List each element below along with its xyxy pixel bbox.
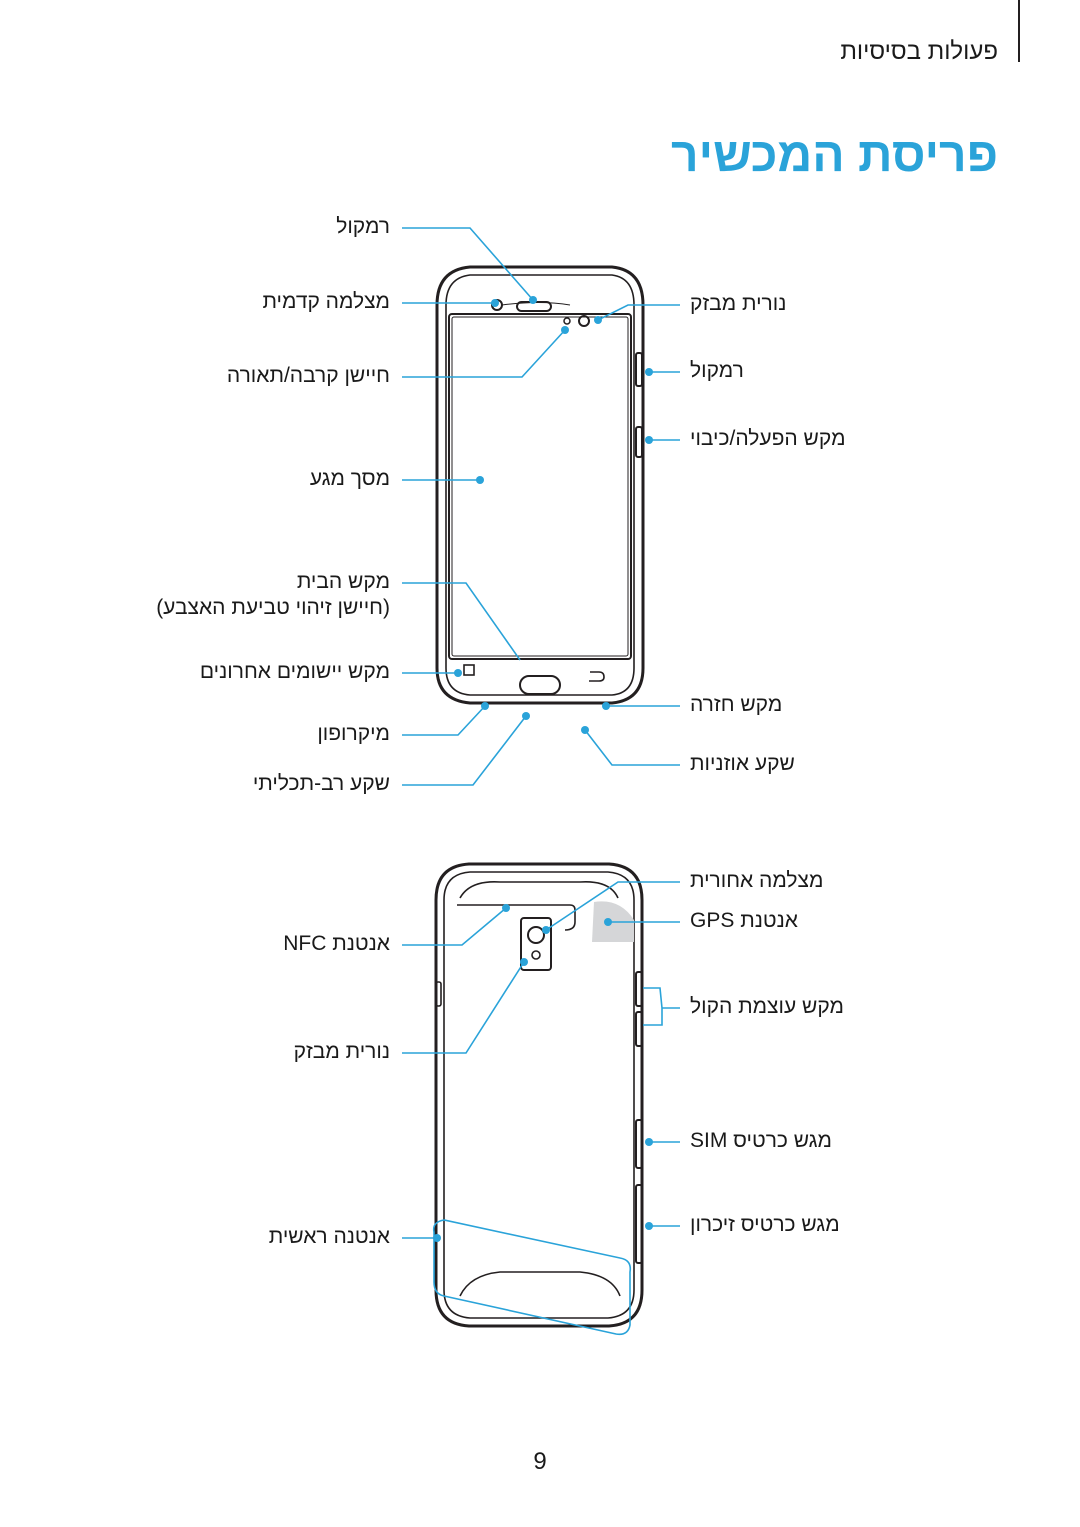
- section-title: פעולות בסיסיות: [840, 38, 998, 65]
- label-receiver: רמקול: [336, 215, 390, 238]
- page-heading: פריסת המכשיר: [671, 129, 998, 182]
- label-multipurpose-jack: שקע רב-תכליתי: [252, 772, 390, 795]
- label-recent-apps-key: מקש יישומים אחרונים: [199, 660, 390, 683]
- front-callout-dots: [454, 296, 653, 734]
- label-microphone: מיקרופון: [317, 722, 390, 745]
- label-power-key: מקש הפעלה/כיבוי: [690, 427, 846, 450]
- label-back-key: מקש חזרה: [690, 693, 783, 716]
- header-rule: [1018, 0, 1020, 62]
- label-memory-tray: מגש כרטיס זיכרון: [690, 1213, 840, 1236]
- label-rear-camera: מצלמה אחורית: [690, 869, 824, 892]
- page-number: 9: [533, 1448, 547, 1475]
- back-callout-lines: [402, 881, 680, 1336]
- label-front-camera: מצלמה קדמית: [262, 290, 390, 313]
- label-main-antenna: אנטנה ראשית: [268, 1225, 390, 1248]
- label-home-key-note: (חיישן זיהוי טביעת האצבע): [156, 596, 390, 619]
- label-speaker: רמקול: [690, 359, 744, 382]
- front-device: [435, 265, 645, 705]
- label-led-indicator: נורית מבזק: [690, 292, 787, 315]
- label-earphone-jack: שקע אוזניות: [690, 752, 795, 775]
- label-flash: נורית מבזק: [293, 1040, 390, 1063]
- back-callout-dots: [433, 904, 653, 1242]
- label-volume-key: מקש עוצמת הקול: [690, 995, 844, 1018]
- label-nfc-antenna: אנטנת NFC: [283, 932, 390, 955]
- front-callout-lines: [402, 227, 680, 786]
- label-proximity-sensor: חיישן קרבה/תאורה: [226, 364, 390, 387]
- label-sim-tray: מגש כרטיס SIM: [690, 1129, 832, 1152]
- label-gps-antenna: אנטנת GPS: [690, 909, 798, 932]
- back-device: [434, 862, 644, 1328]
- label-touch-screen: מסך מגע: [309, 467, 390, 490]
- label-home-key: מקש הבית: [296, 570, 390, 593]
